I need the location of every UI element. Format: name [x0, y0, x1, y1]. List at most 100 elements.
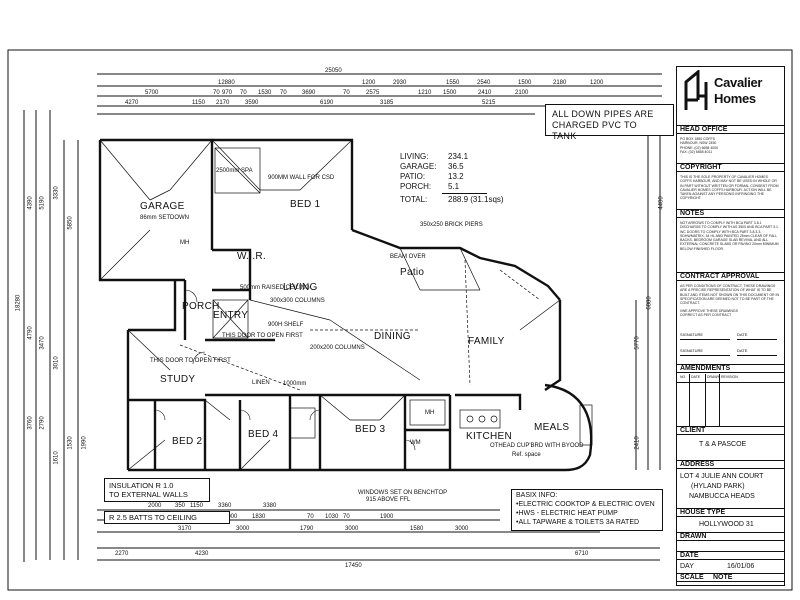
copyright-text: THIS IS THE SOLE PROPERTY OF CAVALIER HO… — [680, 175, 779, 201]
dim-bottom2: 1000 — [224, 514, 238, 520]
dim-left: 1610 — [53, 451, 60, 465]
dim-left: 3010 — [53, 356, 60, 370]
sheet-border — [7, 49, 793, 591]
area-label: LIVING: — [400, 152, 429, 161]
date-value: 16/01/06 — [727, 563, 755, 570]
signature-label: SIGNATURE — [680, 332, 704, 337]
basix-title: BASIX INFO: — [516, 492, 558, 499]
dim-left: 1530 — [67, 436, 74, 450]
dim-top: 2540 — [477, 80, 491, 86]
note-windows-sill2: 915 ABOVE FFL — [366, 497, 411, 503]
dim-left: 1990 — [81, 436, 88, 450]
dim-top3: 3590 — [245, 100, 259, 106]
dim-top: 1500 — [518, 80, 532, 86]
dim-bottom4: 17450 — [345, 563, 362, 569]
insulation-note: INSULATION R 1.0 TO EXTERNAL WALLS — [104, 478, 210, 502]
logo-brand-1: Cavalier — [714, 75, 763, 90]
laundry-mh: MH — [425, 410, 435, 416]
dim-top: 2180 — [553, 80, 567, 86]
area-value: 5.1 — [448, 182, 460, 191]
basix-info: BASIX INFO: •ELECTRIC COOKTOP & ELECTRIC… — [511, 489, 663, 531]
dim-bottom3: 3000 — [345, 526, 359, 532]
dim-left: 3470 — [39, 336, 46, 350]
dim-top3: 2170 — [216, 100, 230, 106]
dim-bottom2: 1830 — [252, 514, 266, 520]
amend-col: NO — [680, 375, 686, 379]
dim-bottom: 350 — [175, 503, 186, 509]
note-wall-900: 900MM WALL FOR CSD — [268, 175, 335, 181]
dim-top2: 2410 — [478, 90, 492, 96]
dim-top: 1200 — [362, 80, 376, 86]
note-beam-over: BEAM OVER — [390, 254, 426, 260]
dim-left: 4390 — [27, 196, 34, 210]
dim-top2: 970 — [222, 90, 233, 96]
dim-top: 1200 — [590, 80, 604, 86]
dim-bottom3: 1580 — [410, 526, 424, 532]
basix-line-2: •HWS - ELECTRIC HEAT PUMP — [516, 510, 618, 517]
dim-bottom2: 1030 — [325, 514, 339, 520]
dim-top2: 1500 — [443, 90, 457, 96]
room-wir: W.I.R. — [237, 251, 267, 262]
dim-top3: 5215 — [482, 100, 496, 106]
head-office-text: PO BOX 1850 COFFS HARBOUR, NSW 2450 PHON… — [680, 137, 719, 154]
area-label: GARAGE: — [400, 162, 437, 171]
dim-bottom3: 3000 — [236, 526, 250, 532]
garage-mh: MH — [180, 240, 190, 246]
dim-top3: 4270 — [125, 100, 139, 106]
room-bed2: BED 2 — [172, 436, 203, 447]
dim-right: 5770 — [634, 336, 641, 350]
title-block: Cavalier Homes HEAD OFFICE PO BOX 1850 C… — [676, 66, 785, 586]
date-label: DATE — [737, 332, 748, 337]
dim-top2: 2100 — [515, 90, 529, 96]
copyright-heading: COPYRIGHT — [677, 163, 784, 172]
dim-top2: 5700 — [145, 90, 159, 96]
address-line-2: (HYLAND PARK) — [691, 483, 745, 490]
note-brick-piers: 350x250 BRICK PIERS — [420, 222, 483, 228]
dim-right: 2410 — [634, 436, 641, 450]
dim-right: 4400 — [658, 196, 665, 210]
dim-bottom4: 2270 — [115, 551, 129, 557]
area-label: PORCH: — [400, 182, 432, 191]
dim-bottom2: 1900 — [380, 514, 394, 520]
note-raised-ceiling: 500mm RAISED CEILING — [240, 285, 310, 291]
dim-top2: 70 — [240, 90, 247, 96]
dim-top2: 70 — [280, 90, 287, 96]
dim-top: 2930 — [393, 80, 407, 86]
dim-left: 5850 — [67, 216, 74, 230]
room-bed1: BED 1 — [290, 199, 321, 210]
dim-overall-width: 25050 — [325, 68, 342, 74]
room-porch: PORCH — [182, 301, 220, 312]
signature-label-2: SIGNATURE — [680, 348, 704, 353]
client-heading: CLIENT — [677, 426, 784, 435]
dim-top2: 2575 — [366, 90, 380, 96]
dim-bottom: 3360 — [218, 503, 232, 509]
room-patio: Patio — [400, 267, 425, 278]
dim-top2: 3690 — [302, 90, 316, 96]
logo-brand-2: Homes — [714, 91, 756, 106]
dim-right: 6880 — [646, 296, 653, 310]
note-columns-dining: 200x200 COLUMNS — [310, 345, 365, 351]
scale-heading: SCALE — [677, 573, 784, 582]
scale-note: NOTE — [713, 574, 733, 581]
area-value: 13.2 — [448, 172, 464, 181]
house-logo-icon — [684, 70, 708, 110]
room-bed3: BED 3 — [355, 424, 386, 435]
dim-bottom4: 6710 — [575, 551, 589, 557]
dim-bottom3: 3000 — [455, 526, 469, 532]
amendments-heading: AMENDMENTS — [677, 364, 784, 373]
dim-left: 3330 — [53, 186, 60, 200]
contract-approval-heading: CONTRACT APPROVAL — [677, 272, 784, 281]
contract-text: AS PER CONDITIONS OF CONTRACT, THESE DRA… — [680, 284, 780, 306]
area-value: 288.9 (31.1sqs) — [448, 195, 504, 204]
basix-line-3: •ALL TAPWARE & TOILETS 3A RATED — [516, 519, 640, 526]
dim-top2: 70 — [343, 90, 350, 96]
dim-bottom: 3380 — [263, 503, 277, 509]
note-study-door: THIS DOOR TO OPEN FIRST — [150, 358, 231, 364]
dim-top2: 1210 — [418, 90, 432, 96]
dim-bottom3: 3170 — [178, 526, 192, 532]
note-kitchen: OTHEAD CUP'BRD WITH BYOOD — [490, 443, 584, 449]
area-value: 36.5 — [448, 162, 464, 171]
dim-left: 2790 — [39, 416, 46, 430]
dim-bottom2: 70 — [307, 514, 314, 520]
